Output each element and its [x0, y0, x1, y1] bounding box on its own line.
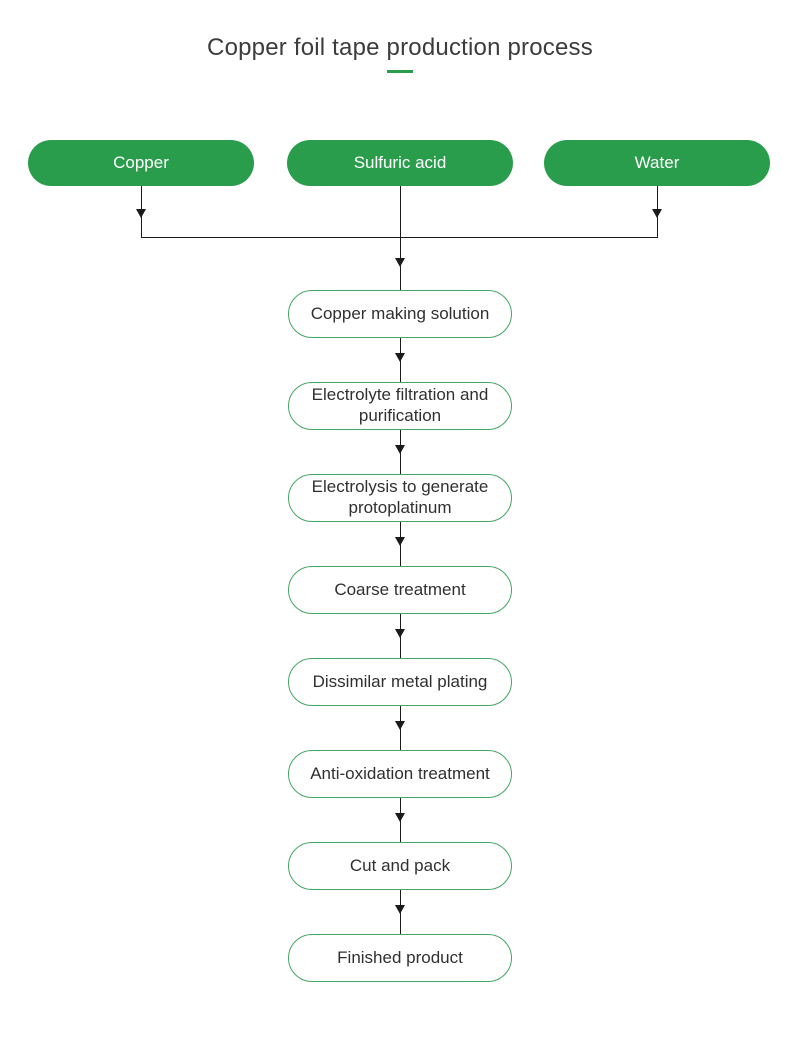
step-node-copper-making-solution: Copper making solution	[288, 290, 512, 338]
arrow-down-icon	[395, 905, 405, 914]
arrow-down-icon	[395, 813, 405, 822]
input-node-sulfuric-acid: Sulfuric acid	[287, 140, 513, 186]
input-node-water: Water	[544, 140, 770, 186]
input-node-label: Sulfuric acid	[353, 153, 447, 172]
arrow-down-icon	[136, 209, 146, 218]
step-node-electrolyte-filtration: Electrolyte filtration and purification	[288, 382, 512, 430]
page-title: Copper foil tape production process	[207, 34, 593, 61]
input-node-label: Copper	[113, 153, 169, 172]
arrow-down-icon	[395, 445, 405, 454]
arrow-down-icon	[652, 209, 662, 218]
arrow-down-icon	[395, 353, 405, 362]
step-node-coarse-treatment: Coarse treatment	[288, 566, 512, 614]
step-node-label: Cut and pack	[349, 855, 451, 875]
step-node-label: Copper making solution	[310, 303, 490, 323]
step-node-finished-product: Finished product	[288, 934, 512, 982]
step-node-dissimilar-metal-plating: Dissimilar metal plating	[288, 658, 512, 706]
title-underline-decoration	[387, 70, 413, 73]
arrow-down-icon	[395, 721, 405, 730]
input-node-copper: Copper	[28, 140, 254, 186]
step-node-label: Electrolyte filtration and purification	[311, 385, 489, 425]
input-node-label: Water	[634, 153, 680, 172]
connector-line-center	[400, 186, 401, 290]
arrow-down-icon	[395, 258, 405, 267]
step-node-label: Dissimilar metal plating	[312, 671, 488, 691]
step-node-label: Finished product	[337, 947, 463, 967]
step-node-electrolysis: Electrolysis to generate protoplatinum	[288, 474, 512, 522]
step-node-label: Coarse treatment	[334, 579, 466, 599]
connector-line-merge-horizontal	[141, 237, 658, 238]
step-node-anti-oxidation-treatment: Anti-oxidation treatment	[288, 750, 512, 798]
arrow-down-icon	[395, 537, 405, 546]
step-node-cut-and-pack: Cut and pack	[288, 842, 512, 890]
step-node-label: Anti-oxidation treatment	[310, 763, 490, 783]
arrow-down-icon	[395, 629, 405, 638]
step-node-label: Electrolysis to generate protoplatinum	[311, 477, 489, 517]
